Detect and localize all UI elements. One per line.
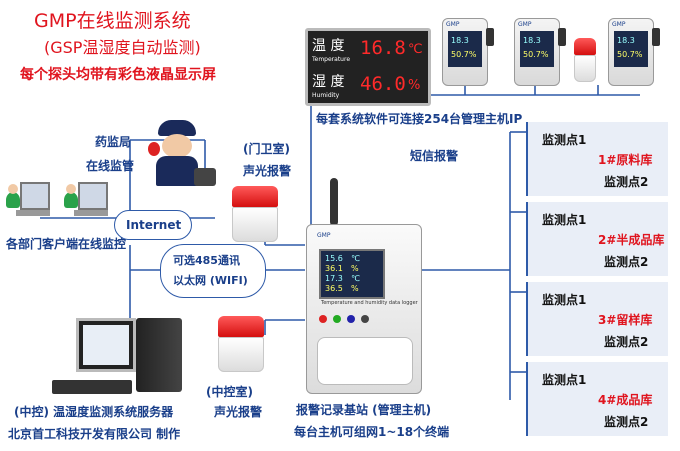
- software-note: 每套系统软件可连接254台管理主机IP: [316, 112, 523, 126]
- antenna-icon: [330, 178, 338, 226]
- comm-options-cloud: 可选485通讯 以太网 (WIFI): [160, 244, 266, 298]
- terminals-label: 每台主机可组网1~18个终端: [294, 425, 450, 439]
- server-caption: (中控) 温湿度监测系统服务器: [14, 405, 174, 419]
- probe-hum: 50.7%: [523, 50, 549, 59]
- control-room-label: (中控室): [206, 385, 253, 399]
- probe-device: GMP 18.3 50.7%: [608, 18, 654, 86]
- probe-temp: 18.3: [451, 36, 469, 45]
- display-temp-unit: ℃: [408, 42, 423, 57]
- zone-name: 2#半成品库: [598, 233, 665, 247]
- gate-room-label: (门卫室): [243, 142, 290, 156]
- host-screen: 15.6 ℃ 36.1 % 17.3 ℃ 36.5 %: [319, 249, 385, 299]
- alarm-siren: [574, 38, 596, 82]
- base-station-label: 报警记录基站 (管理主机): [296, 403, 432, 417]
- probe-brand: GMP: [446, 21, 460, 28]
- tagline: 每个探头均带有彩色液晶显示屏: [20, 67, 216, 83]
- comm-line2: 以太网 (WIFI): [173, 274, 248, 287]
- page-subtitle: (GSP温湿度自动监测): [44, 38, 201, 57]
- display-temp-value: 16.8: [360, 37, 406, 59]
- led-display-panel: 温 度 Temperature 16.8 ℃ 湿 度 Humidity 46.0…: [305, 28, 431, 106]
- gate-alarm-label: 声光报警: [243, 164, 292, 178]
- zone-point1: 监测点1: [542, 373, 587, 387]
- host-reading: 17.3: [325, 274, 343, 283]
- probe-device: GMP 18.3 50.7%: [442, 18, 488, 86]
- server-tower: [136, 318, 182, 392]
- control-alarm-siren: [218, 316, 264, 372]
- probe-sensor-plug: [486, 28, 494, 46]
- drug-admin-label: 药监局: [95, 135, 132, 149]
- dept-clients-label: 各部门客户端在线监控: [6, 237, 127, 251]
- page-title: GMP在线监测系统: [34, 10, 191, 32]
- police-officer-icon: [148, 120, 206, 188]
- zone-point2: 监测点2: [604, 415, 649, 429]
- display-temp-label: 温 度: [312, 38, 345, 54]
- host-reading: 36.1: [325, 264, 343, 273]
- display-hum-label-en: Humidity: [312, 92, 340, 99]
- probe-sensor-plug: [558, 28, 566, 46]
- monitoring-zone: 监测点1 2#半成品库 监测点2: [526, 202, 668, 276]
- probe-temp: 18.3: [523, 36, 541, 45]
- host-reading-unit: ℃: [351, 254, 360, 263]
- display-hum-label: 湿 度: [312, 74, 345, 90]
- host-reading: 15.6: [325, 254, 343, 263]
- zone-point2: 监测点2: [604, 335, 649, 349]
- host-reading-unit: ℃: [351, 274, 360, 283]
- internet-cloud: Internet: [114, 210, 192, 240]
- comm-line1: 可选485通讯: [173, 254, 240, 267]
- probe-hum: 50.7%: [617, 50, 643, 59]
- zone-point1: 监测点1: [542, 133, 587, 147]
- zone-point1: 监测点1: [542, 213, 587, 227]
- sms-alarm-label: 短信报警: [410, 149, 459, 163]
- probe-temp: 18.3: [617, 36, 635, 45]
- zone-name: 4#成品库: [598, 393, 653, 407]
- monitoring-zone: 监测点1 1#原料库 监测点2: [526, 122, 668, 196]
- probe-device: GMP 18.3 50.7%: [514, 18, 560, 86]
- zone-name: 3#留样库: [598, 313, 653, 327]
- zone-point1: 监测点1: [542, 293, 587, 307]
- server-monitor: [76, 318, 136, 372]
- probe-hum: 50.7%: [451, 50, 477, 59]
- monitoring-zone: 监测点1 3#留样库 监测点2: [526, 282, 668, 356]
- host-reading: 36.5: [325, 284, 343, 293]
- host-reading-unit: %: [351, 264, 359, 273]
- client-computer-icon: [64, 182, 108, 222]
- zone-point2: 监测点2: [604, 175, 649, 189]
- base-station-unit: GMP 15.6 ℃ 36.1 % 17.3 ℃ 36.5 % Temperat…: [306, 224, 422, 394]
- client-computer-icon: [6, 182, 50, 222]
- probe-brand: GMP: [518, 21, 532, 28]
- monitoring-zone: 监测点1 4#成品库 监测点2: [526, 362, 668, 436]
- display-hum-value: 46.0: [360, 73, 406, 95]
- display-temp-label-en: Temperature: [312, 56, 351, 63]
- desk-phone-icon: [194, 168, 216, 186]
- online-supervision-label: 在线监管: [86, 159, 135, 173]
- control-alarm-label: 声光报警: [214, 405, 263, 419]
- server-keyboard: [52, 380, 132, 394]
- zone-name: 1#原料库: [598, 153, 653, 167]
- host-brand: GMP: [317, 232, 331, 239]
- host-button-row: [319, 313, 409, 325]
- gate-alarm-siren: [232, 186, 278, 242]
- display-hum-unit: %: [408, 78, 421, 93]
- host-reading-unit: %: [351, 284, 359, 293]
- maker-credit: 北京首工科技开发有限公司 制作: [8, 427, 181, 441]
- internet-label: Internet: [126, 218, 182, 232]
- zone-point2: 监测点2: [604, 255, 649, 269]
- probe-sensor-plug: [652, 28, 660, 46]
- host-front-panel: [317, 337, 413, 385]
- host-caption: Temperature and humidity data logger: [321, 300, 418, 306]
- probe-brand: GMP: [612, 21, 626, 28]
